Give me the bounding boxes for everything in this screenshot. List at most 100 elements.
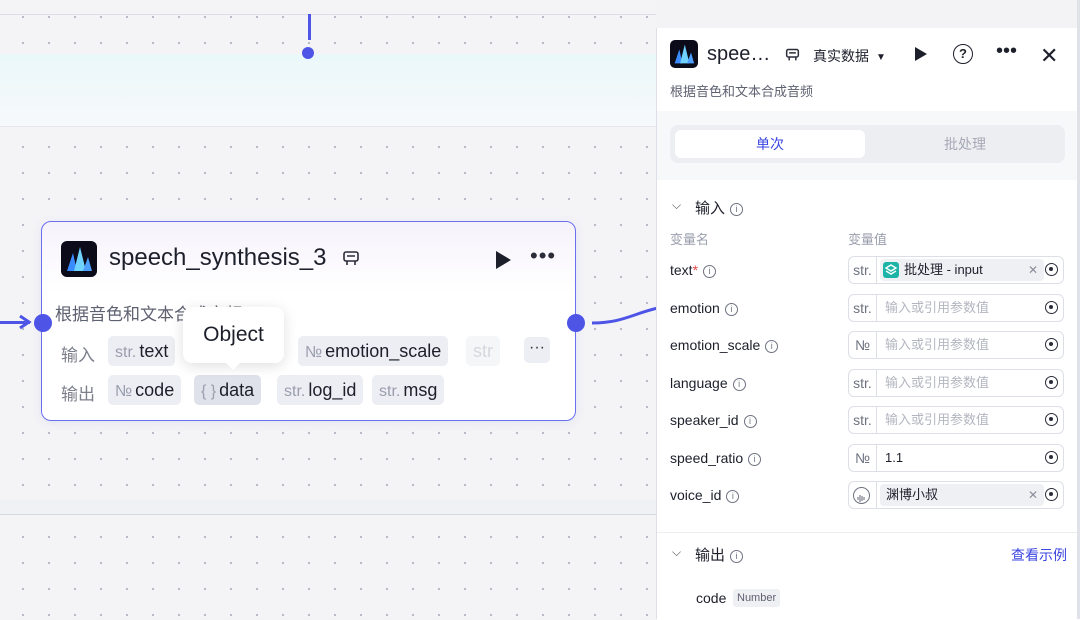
upstream-node-body[interactable] [0,54,656,127]
arrow-head-icon [19,314,32,330]
param-field-speaker-id[interactable]: str. 输入或引用参数值 [848,406,1064,434]
connection-line [308,14,311,40]
audio-wave-icon [853,487,870,504]
connection-port[interactable] [302,47,314,59]
view-example-link[interactable]: 查看示例 [1011,547,1067,563]
remove-chip-icon[interactable]: ✕ [1027,488,1038,502]
node-input-port[interactable] [34,314,52,332]
param-field-language[interactable]: str. 输入或引用参数值 [848,369,1064,397]
collapse-chevron-icon[interactable]: ⌵ [672,198,682,212]
panel-app-logo [670,40,698,68]
param-field-text[interactable]: str. 批处理 - input ✕ [848,256,1064,284]
output-section [657,532,1080,620]
panel-more-button[interactable]: ••• [996,40,1018,62]
node-output-label: 输出 [61,385,95,404]
type-indicator: str. [849,257,877,283]
upstream-node-edge [0,14,656,56]
plugin-badge-icon [343,251,359,265]
reference-target-icon[interactable] [1045,376,1058,389]
param-name-text: text*i [670,262,717,278]
param-input-emotion[interactable]: 输入或引用参数值 [885,300,990,315]
speech-synthesis-node[interactable]: speech_synthesis_3 ••• 根据音色和文本合成音频 输入 st… [41,221,576,421]
param-field-speed-ratio[interactable]: № 1.1 [848,444,1064,472]
reference-chip[interactable]: 批处理 - input ✕ [880,259,1044,281]
info-icon[interactable]: i [732,377,746,391]
node-more-button[interactable]: ••• [530,243,557,268]
reference-target-icon[interactable] [1045,338,1058,351]
param-input-speed-ratio[interactable]: 1.1 [885,450,904,465]
scrollbar-track[interactable] [1077,0,1080,619]
output-tag-data[interactable]: { }data [194,375,262,405]
help-icon[interactable]: ? [953,44,973,64]
reference-target-icon[interactable] [1045,301,1058,314]
batch-layers-icon [883,262,899,278]
param-input-language[interactable]: 输入或引用参数值 [885,375,990,390]
input-section [657,180,1080,540]
info-icon[interactable]: i [730,549,744,563]
data-mode-select[interactable]: 真实数据 [813,48,869,64]
info-icon[interactable]: i [748,452,762,466]
plugin-badge-icon [785,48,800,61]
info-icon[interactable]: i [730,202,744,216]
panel-title: spee… [707,43,771,65]
node-title: speech_synthesis_3 [109,244,327,271]
output-field-type-badge: Number [733,589,781,607]
panel-header [657,28,1080,111]
reference-target-icon[interactable] [1045,263,1058,276]
output-tag-msg[interactable]: str.msg [372,375,445,405]
reference-target-icon[interactable] [1045,413,1058,426]
node-app-logo [61,241,97,277]
node-input-label: 输入 [61,346,95,365]
tab-single[interactable]: 单次 [675,130,865,158]
param-input-speaker-id[interactable]: 输入或引用参数值 [885,412,990,427]
info-icon[interactable]: i [726,489,740,503]
voice-chip[interactable]: 渊博小叔 ✕ [880,484,1044,506]
input-tag-overflow[interactable]: str [466,336,500,366]
close-icon[interactable]: ✕ [1040,43,1059,68]
info-icon[interactable]: i [743,414,757,428]
info-icon[interactable]: i [765,339,779,353]
panel-description: 根据音色和文本合成音频 [670,84,814,99]
type-indicator: № [849,332,877,358]
reference-target-icon[interactable] [1045,451,1058,464]
param-field-emotion[interactable]: str. 输入或引用参数值 [848,294,1064,322]
column-variable-value: 变量值 [848,232,888,247]
reference-target-icon[interactable] [1045,488,1058,501]
run-panel-button[interactable] [914,46,928,62]
output-field-name: code [696,590,727,606]
type-tooltip: Object [183,307,284,370]
more-inputs-button[interactable]: ··· [524,337,550,363]
column-variable-name: 变量名 [670,232,710,247]
chevron-down-icon[interactable]: ▼ [876,52,886,63]
node-output-port[interactable] [567,314,585,332]
outgoing-connection-line [592,306,656,325]
incoming-connection-line [0,321,30,324]
downstream-node-edge [0,500,656,515]
input-tag-text[interactable]: str.text [108,336,176,366]
type-indicator: str. [849,370,877,396]
type-indicator: № [849,445,877,471]
param-input-emotion-scale[interactable]: 输入或引用参数值 [885,337,990,352]
collapse-chevron-icon[interactable]: ⌵ [672,545,682,559]
output-tag-log-id[interactable]: str.log_id [277,375,364,405]
run-node-button[interactable] [494,250,512,270]
param-field-voice-id[interactable]: 渊博小叔 ✕ [848,481,1064,509]
remove-chip-icon[interactable]: ✕ [1027,263,1038,277]
info-icon[interactable]: i [703,264,717,278]
type-indicator [849,482,877,508]
param-field-emotion-scale[interactable]: № 输入或引用参数值 [848,331,1064,359]
type-indicator: str. [849,407,877,433]
tab-batch[interactable]: 批处理 [944,136,986,152]
type-indicator: str. [849,295,877,321]
info-icon[interactable]: i [724,302,738,316]
